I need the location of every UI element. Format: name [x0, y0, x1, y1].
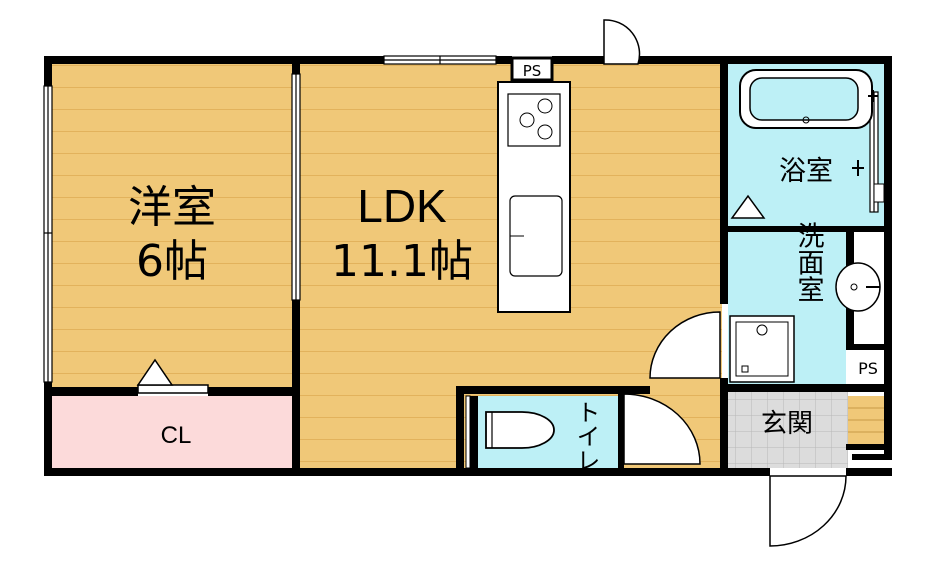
washing-machine-pan — [729, 315, 795, 383]
ps-right-box — [852, 350, 884, 384]
bathtub-inner — [749, 77, 859, 121]
western-room-size: 6帖 — [136, 236, 208, 287]
closet-door-marker-base — [137, 384, 209, 394]
burner-2 — [519, 112, 535, 128]
ldk-name: LDK — [357, 180, 447, 232]
ps-top-box — [510, 56, 554, 82]
washroom-label: 洗面室 — [793, 221, 824, 302]
bath-label: 浴室 — [779, 156, 833, 187]
windows — [43, 55, 879, 383]
doors — [603, 19, 847, 547]
ps-right-label: PS — [858, 359, 878, 378]
burner-1 — [537, 98, 553, 114]
ldk-size: 11.1帖 — [331, 236, 473, 287]
closet-door-marker — [136, 358, 174, 386]
toilet-fixture — [485, 411, 555, 449]
western-room-floor — [52, 64, 292, 387]
burner-3 — [537, 124, 553, 140]
closet-floor — [52, 396, 292, 468]
entrance-floor — [728, 392, 848, 468]
entrance-label: 玄関 — [761, 409, 813, 439]
closet-label: CL — [161, 422, 192, 449]
ps-top-label: PS — [523, 62, 542, 80]
western-room-name: 洋室 — [128, 182, 216, 233]
bath-door-marker — [730, 194, 766, 219]
toilet-label: トイレ — [572, 400, 600, 472]
